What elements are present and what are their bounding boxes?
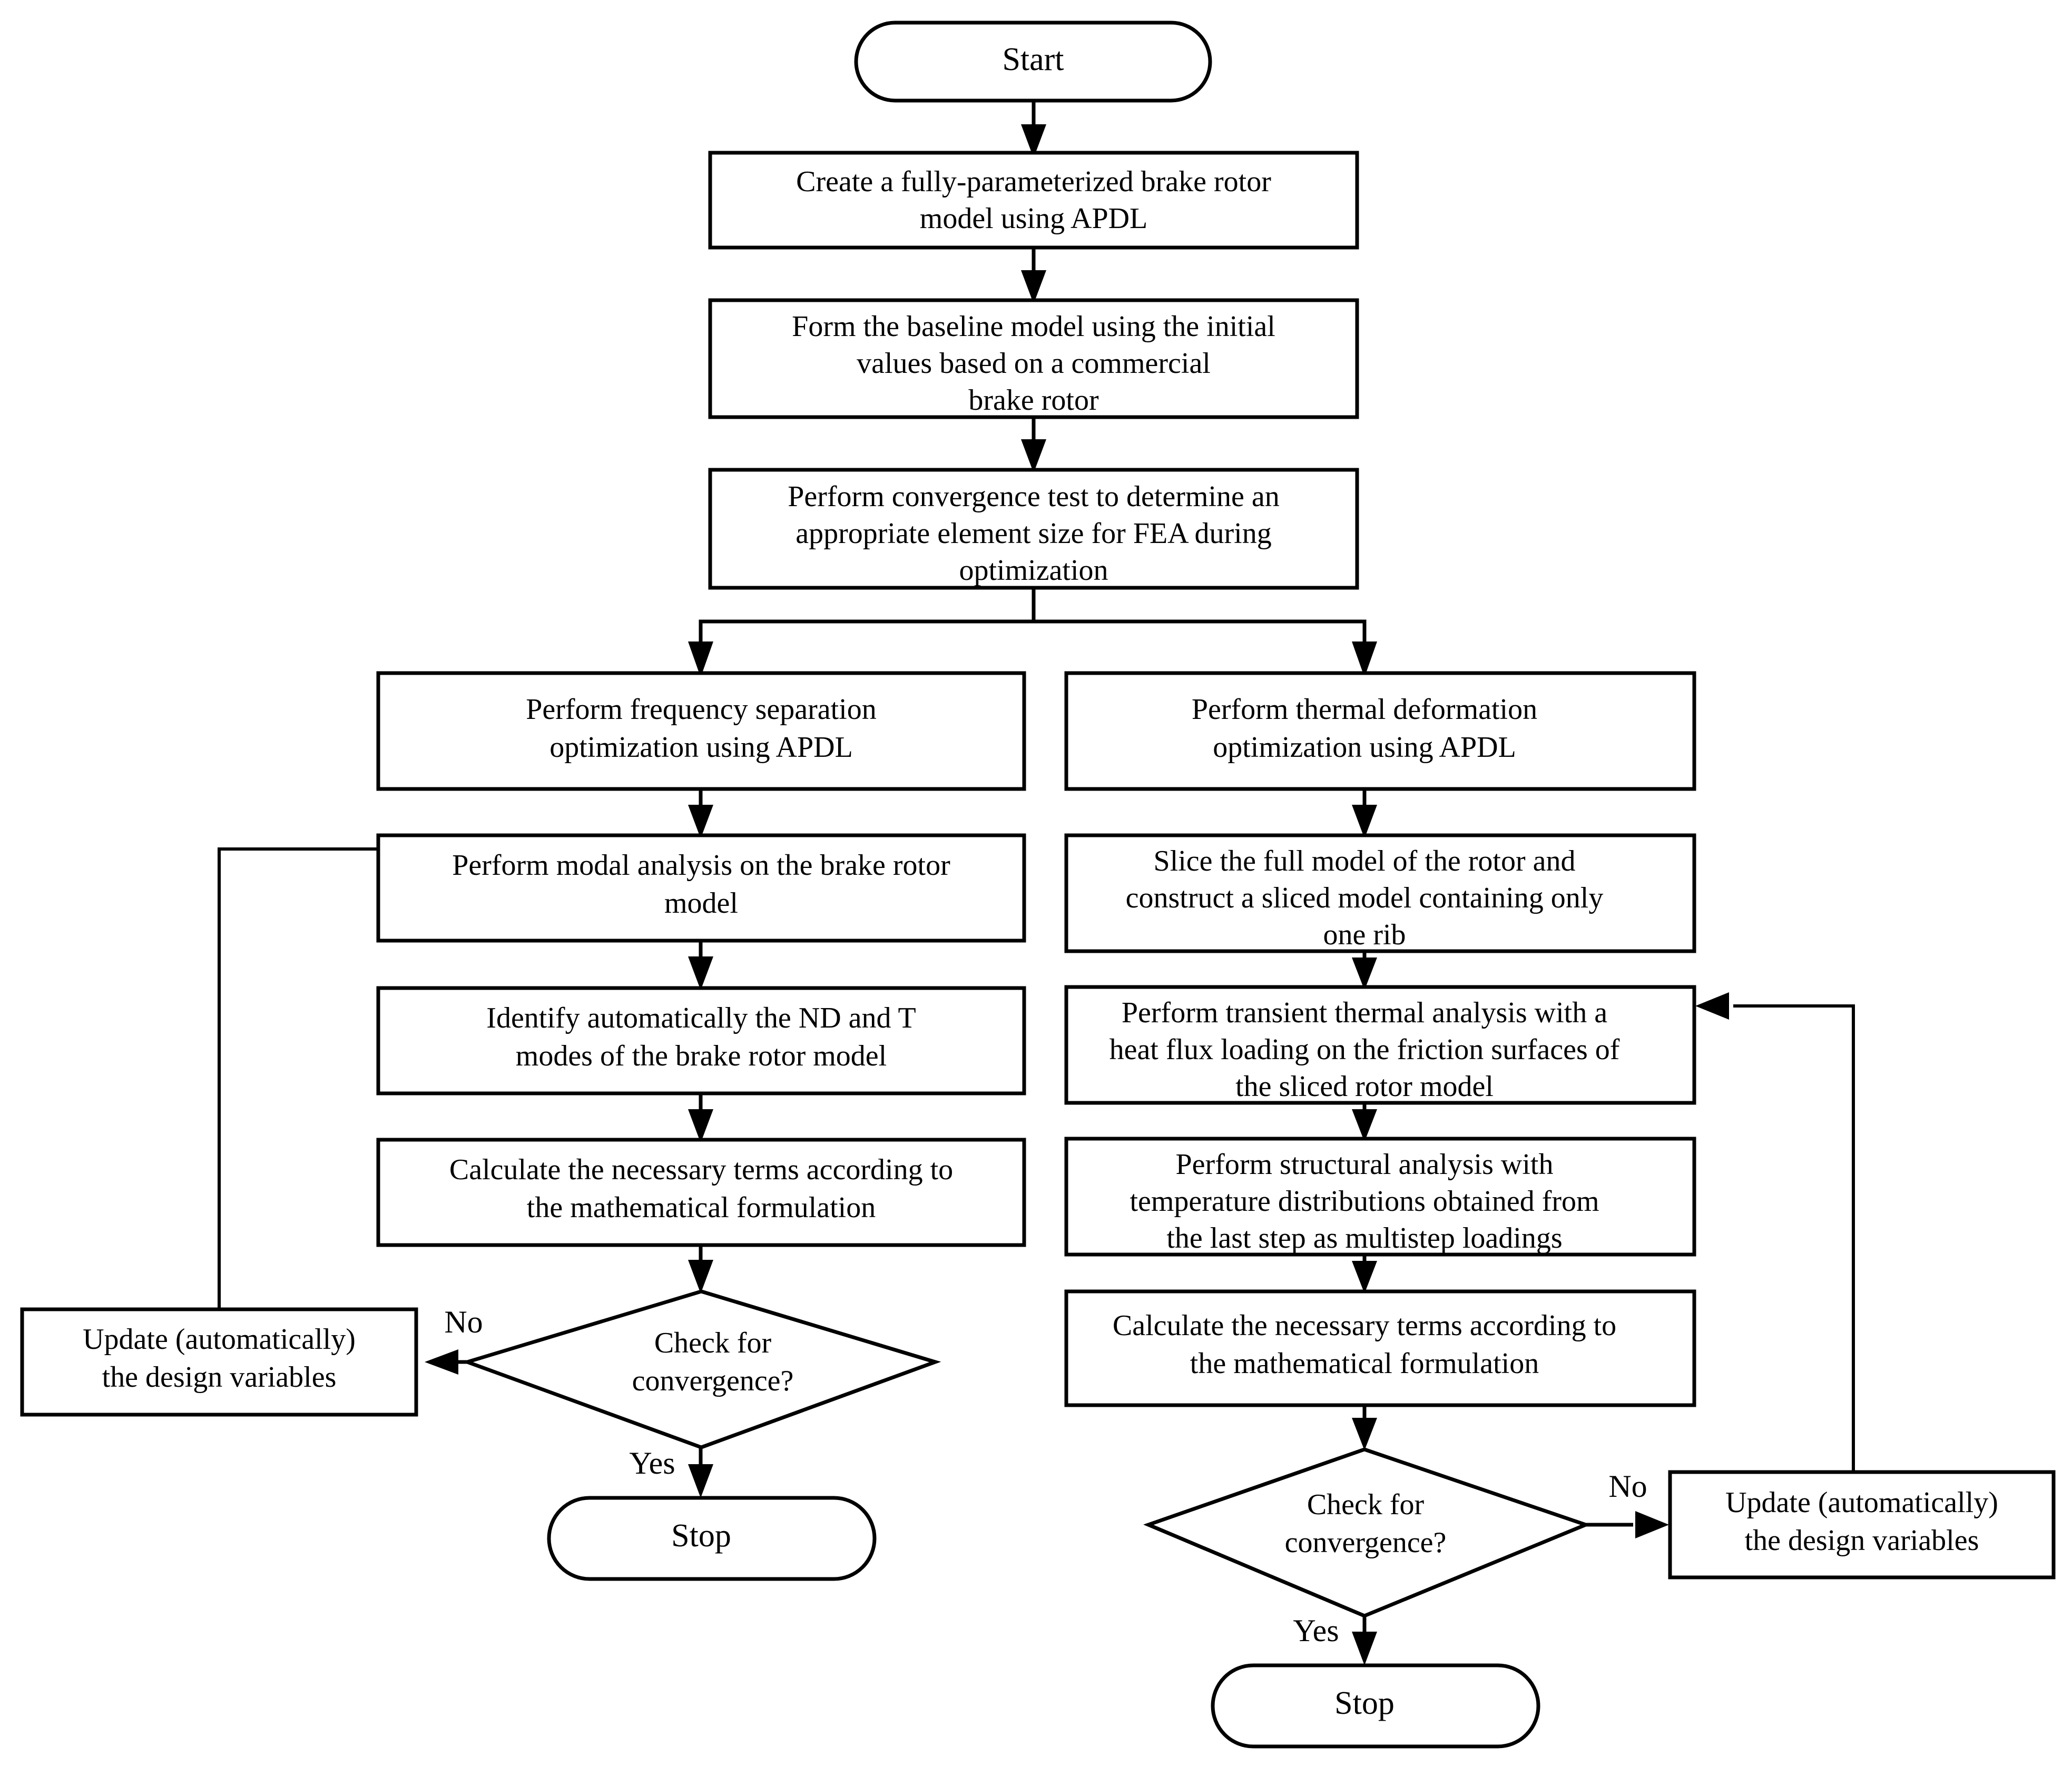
- node-convergence-test-line2: appropriate element size for FEA during: [796, 517, 1272, 550]
- node-calc-terms-left[interactable]: Calculate the necessary terms according …: [376, 1138, 1026, 1247]
- node-calc-terms-left-line1: Calculate the necessary terms according …: [449, 1153, 953, 1186]
- node-freq-sep-opt-line1: Perform frequency separation: [526, 693, 877, 726]
- node-convergence-test[interactable]: Perform convergence test to determine an…: [708, 468, 1359, 590]
- node-slice-model-line1: Slice the full model of the rotor and: [1154, 845, 1576, 877]
- node-identify-modes-line2: modes of the brake rotor model: [516, 1040, 887, 1072]
- node-create-model-line1: Create a fully-parameterized brake rotor: [796, 165, 1271, 198]
- edge-slice-model-to-transient-thermal: [1352, 950, 1377, 990]
- node-check-conv-left-line2: convergence?: [632, 1365, 794, 1397]
- node-convergence-test-line1: Perform convergence test to determine an: [788, 480, 1280, 513]
- node-convergence-test-line3: optimization: [959, 554, 1108, 587]
- node-create-model-line2: model using APDL: [920, 202, 1147, 235]
- node-slice-model[interactable]: Slice the full model of the rotor and co…: [1064, 833, 1696, 953]
- node-check-conv-left-line1: Check for: [654, 1327, 772, 1359]
- edge-freq-sep-to-modal-analysis: [688, 787, 713, 838]
- edge-calc-terms-right-to-check-conv-right: [1352, 1405, 1377, 1450]
- edge-label-left-no: No: [444, 1305, 483, 1339]
- node-thermal-def-opt-line1: Perform thermal deformation: [1192, 693, 1537, 726]
- node-baseline-model-line3: brake rotor: [968, 384, 1099, 417]
- edge-thermal-def-to-slice-model: [1352, 787, 1377, 838]
- node-transient-thermal-line3: the sliced rotor model: [1235, 1070, 1494, 1103]
- node-check-conv-left[interactable]: Check for convergence?: [461, 1289, 941, 1449]
- edge-check-conv-right-yes: [1352, 1616, 1377, 1665]
- edge-identify-modes-to-calc-terms-left: [688, 1093, 713, 1143]
- node-start[interactable]: Start: [854, 21, 1212, 103]
- node-transient-thermal[interactable]: Perform transient thermal analysis with …: [1064, 985, 1696, 1105]
- node-structural-analysis-line3: the last step as multistep loadings: [1166, 1222, 1562, 1255]
- node-stop-left-label: Stop: [671, 1518, 731, 1554]
- node-calc-terms-right-line2: the mathematical formulation: [1190, 1347, 1539, 1380]
- node-update-right-line1: Update (automatically): [1725, 1486, 1998, 1519]
- node-calc-terms-left-line2: the mathematical formulation: [527, 1191, 876, 1224]
- node-update-right[interactable]: Update (automatically) the design variab…: [1668, 1470, 2056, 1580]
- node-baseline-model-line1: Form the baseline model using the initia…: [792, 310, 1275, 343]
- node-start-label: Start: [1002, 42, 1064, 77]
- node-stop-right-label: Stop: [1334, 1685, 1395, 1721]
- edge-label-right-no: No: [1608, 1469, 1647, 1504]
- node-calc-terms-right[interactable]: Calculate the necessary terms according …: [1064, 1289, 1696, 1407]
- node-update-left[interactable]: Update (automatically) the design variab…: [20, 1307, 418, 1417]
- node-slice-model-line3: one rib: [1323, 919, 1406, 951]
- node-stop-left[interactable]: Stop: [547, 1496, 877, 1581]
- node-check-conv-right-line1: Check for: [1307, 1488, 1425, 1521]
- edge-start-to-create-model: [1021, 100, 1046, 158]
- node-update-left-line2: the design variables: [102, 1361, 337, 1394]
- edge-modal-analysis-to-identify-modes: [688, 941, 713, 990]
- node-identify-modes-line1: Identify automatically the ND and T: [486, 1002, 916, 1034]
- edge-baseline-model-to-convergence-test: [1021, 416, 1046, 473]
- node-slice-model-line2: construct a sliced model containing only: [1126, 882, 1604, 914]
- node-structural-analysis[interactable]: Perform structural analysis with tempera…: [1064, 1137, 1696, 1257]
- edge-update-right-feedback: [1695, 992, 1855, 1472]
- node-identify-modes[interactable]: Identify automatically the ND and T mode…: [376, 986, 1026, 1095]
- node-modal-analysis-line2: model: [664, 887, 738, 920]
- node-create-model[interactable]: Create a fully-parameterized brake rotor…: [708, 151, 1359, 250]
- edge-structural-analysis-to-calc-terms-right: [1352, 1253, 1377, 1294]
- node-update-right-line2: the design variables: [1745, 1524, 1979, 1557]
- node-calc-terms-right-line1: Calculate the necessary terms according …: [1113, 1309, 1616, 1342]
- edge-transient-thermal-to-structural-analysis: [1352, 1102, 1377, 1142]
- edge-label-left-yes: Yes: [629, 1446, 675, 1480]
- edge-label-right-yes: Yes: [1293, 1613, 1339, 1648]
- node-update-left-line1: Update (automatically): [83, 1323, 356, 1356]
- node-modal-analysis[interactable]: Perform modal analysis on the brake roto…: [376, 833, 1026, 943]
- node-thermal-def-opt-line2: optimization using APDL: [1213, 731, 1516, 764]
- node-structural-analysis-line1: Perform structural analysis with: [1176, 1148, 1554, 1181]
- node-baseline-model[interactable]: Form the baseline model using the initia…: [708, 298, 1359, 419]
- node-modal-analysis-line1: Perform modal analysis on the brake roto…: [452, 849, 950, 882]
- edge-create-model-to-baseline-model: [1021, 246, 1046, 304]
- node-freq-sep-opt-line2: optimization using APDL: [549, 731, 853, 764]
- node-check-conv-right-line2: convergence?: [1285, 1526, 1447, 1559]
- node-structural-analysis-line2: temperature distributions obtained from: [1130, 1185, 1599, 1218]
- node-baseline-model-line2: values based on a commercial: [857, 347, 1211, 380]
- node-stop-right[interactable]: Stop: [1211, 1663, 1540, 1749]
- node-transient-thermal-line1: Perform transient thermal analysis with …: [1122, 996, 1607, 1029]
- node-check-conv-right[interactable]: Check for convergence?: [1143, 1447, 1591, 1618]
- edge-calc-terms-left-to-check-conv-left: [688, 1245, 713, 1294]
- node-thermal-def-opt[interactable]: Perform thermal deformation optimization…: [1064, 671, 1696, 791]
- edge-check-conv-left-yes: [688, 1447, 713, 1498]
- node-freq-sep-opt[interactable]: Perform frequency separation optimizatio…: [376, 671, 1026, 791]
- node-transient-thermal-line2: heat flux loading on the friction surfac…: [1109, 1033, 1620, 1066]
- edge-convergence-test-split: [688, 587, 1377, 677]
